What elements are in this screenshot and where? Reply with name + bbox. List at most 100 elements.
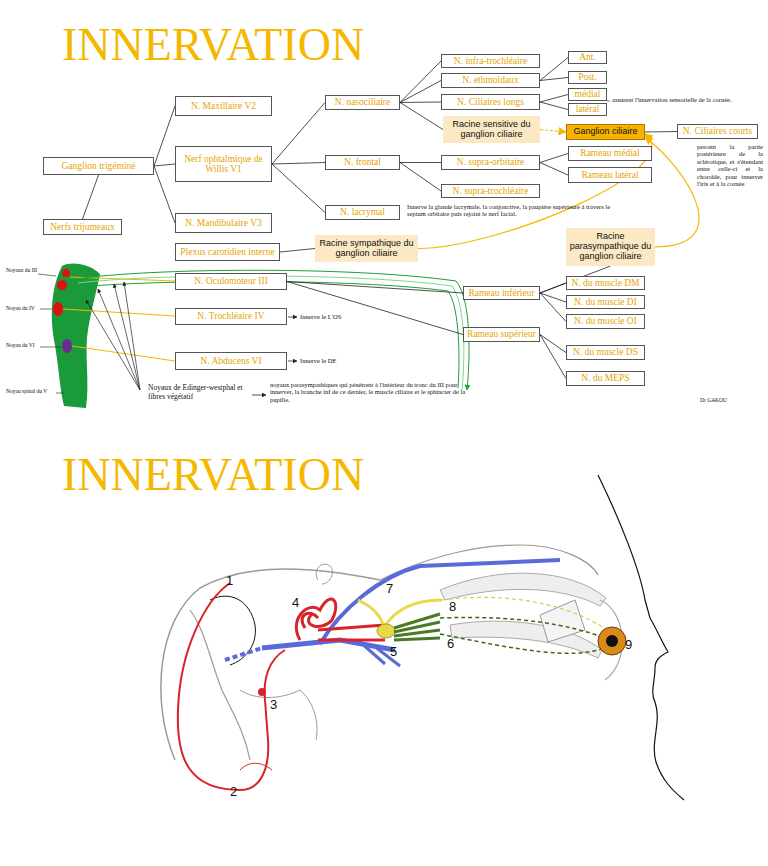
nerve-green — [394, 614, 440, 640]
nerve-box: Ant. — [568, 51, 607, 64]
note-text: Noyaux du III — [6, 267, 38, 273]
node-text: N. Mandibulaire V3 — [185, 218, 262, 228]
branch-line — [540, 293, 566, 322]
node-text: Racine sympathique du ganglion ciliaire — [317, 239, 416, 259]
node-text: médial — [575, 89, 601, 99]
artery — [318, 625, 385, 640]
nerve-green — [440, 617, 605, 653]
branch-line — [400, 163, 441, 192]
note-text: Dr GAKOU — [700, 397, 740, 403]
node-text: Ant. — [579, 52, 596, 62]
nerve-box: N. Ciliaires courts — [677, 124, 758, 139]
branch-line — [400, 102, 441, 104]
node-text: Nerfs trijumeaux — [50, 222, 115, 232]
branch-line — [400, 81, 441, 103]
node-text: N. Abducens VI — [200, 356, 261, 366]
branch-line — [540, 95, 568, 103]
nerve-box: N. du muscle DM — [566, 276, 645, 290]
note-text: Noyaux de Edinger-westphal et fibres vég… — [148, 384, 260, 401]
nerve-box: N. Abducens VI — [175, 352, 287, 370]
node-text: N. Oculomoteur III — [194, 276, 268, 286]
page-title: INNERVATION — [62, 22, 364, 68]
note-text: Noyau du IV — [6, 305, 46, 311]
ganglion-box: Ganglion ciliaire — [566, 124, 645, 140]
callout-number: 3 — [270, 698, 277, 711]
node-text: N. infra-trochléaire — [454, 56, 527, 66]
branch-line — [645, 131, 677, 133]
callout-number: 9 — [625, 638, 632, 651]
callout-number: 2 — [230, 785, 237, 798]
nerve-box: Rameau médial — [568, 146, 652, 161]
branch-line — [540, 78, 568, 81]
node-text: N. du muscle DM — [571, 278, 639, 288]
leader-line — [63, 309, 175, 316]
branch-line — [154, 166, 175, 223]
nerve-box: N. lacrymal — [325, 205, 400, 220]
node-text: Rameau supérieur — [467, 329, 536, 339]
node-text: N. Trochléaire IV — [197, 311, 264, 321]
nerve-box: N. frontal — [325, 155, 400, 170]
face-profile — [598, 475, 684, 800]
leader-line — [40, 347, 61, 348]
node-text: Rameau inférieur — [468, 288, 534, 298]
artery — [178, 583, 268, 790]
node-text: N. du muscle DI — [574, 297, 637, 307]
nerve-box: N. du muscle DI — [566, 295, 645, 309]
branch-line — [83, 175, 99, 219]
branch-line — [280, 249, 315, 253]
nerve-box: Post. — [568, 71, 607, 84]
leader-line — [38, 274, 56, 276]
branch-line — [540, 163, 568, 176]
ganglion-branch — [442, 597, 610, 632]
note-text: percent la partie postérieure de la sclé… — [697, 143, 763, 188]
root-box: Racine sympathique du ganglion ciliaire — [315, 235, 418, 262]
vegetative-fibre — [80, 281, 459, 388]
eye-muscle — [540, 600, 585, 642]
nerve-box: N. Trochléaire IV — [175, 308, 287, 325]
ganglion-dot — [258, 688, 266, 696]
branch-line — [540, 154, 568, 163]
vegetative-fibre — [78, 276, 464, 390]
branch-line — [400, 103, 443, 130]
ciliary-ganglion — [377, 624, 395, 638]
nerve-box: N. supra-orbitaire — [441, 155, 540, 170]
note-text: assurent l'innervation sensorielle de la… — [612, 96, 762, 103]
branch-line — [400, 61, 441, 103]
node-text: Rameau latéral — [581, 170, 638, 180]
pointer-line — [124, 282, 140, 390]
branch-line — [272, 103, 325, 165]
callout-number: 4 — [292, 596, 299, 609]
nerve-blue — [225, 648, 262, 660]
nerve-box: Plexus carotidien interne — [175, 243, 280, 261]
branch-line — [400, 162, 441, 163]
node-text: N. supra-orbitaire — [457, 157, 525, 167]
node-text: N. supra-trochléaire — [453, 186, 529, 196]
branch-line — [154, 106, 175, 166]
node-text: Ganglion trigéminé — [61, 161, 135, 171]
node-text: Rameau médial — [580, 148, 639, 158]
pointer-line — [288, 361, 297, 362]
nerve-box: N. Maxillaire V2 — [175, 96, 272, 116]
leader-line — [56, 393, 64, 394]
branch-line — [540, 102, 568, 110]
leader-line — [72, 346, 175, 361]
node-text: Ganglion ciliaire — [573, 127, 637, 137]
branch-line — [154, 164, 175, 166]
nerve-box: N. Ciliaires longs — [441, 94, 540, 110]
leader-line — [40, 309, 52, 310]
nerve-box: N. du muscle OI — [566, 314, 645, 329]
branch-line — [540, 335, 566, 353]
nerve-box: N. nasociliaire — [325, 95, 400, 110]
nerve-box: médial — [568, 88, 607, 101]
node-text: N. ethmoïdaux — [462, 75, 518, 85]
skull-outline — [240, 690, 317, 740]
root-box: Racine sensitive du ganglion ciliaire — [443, 116, 540, 143]
pointer-line — [288, 317, 297, 318]
callout-number: 1 — [226, 574, 233, 587]
branch-line — [540, 58, 568, 81]
vegetative-fibre — [76, 270, 469, 390]
branch-line — [272, 163, 325, 165]
leader-line — [607, 101, 610, 102]
